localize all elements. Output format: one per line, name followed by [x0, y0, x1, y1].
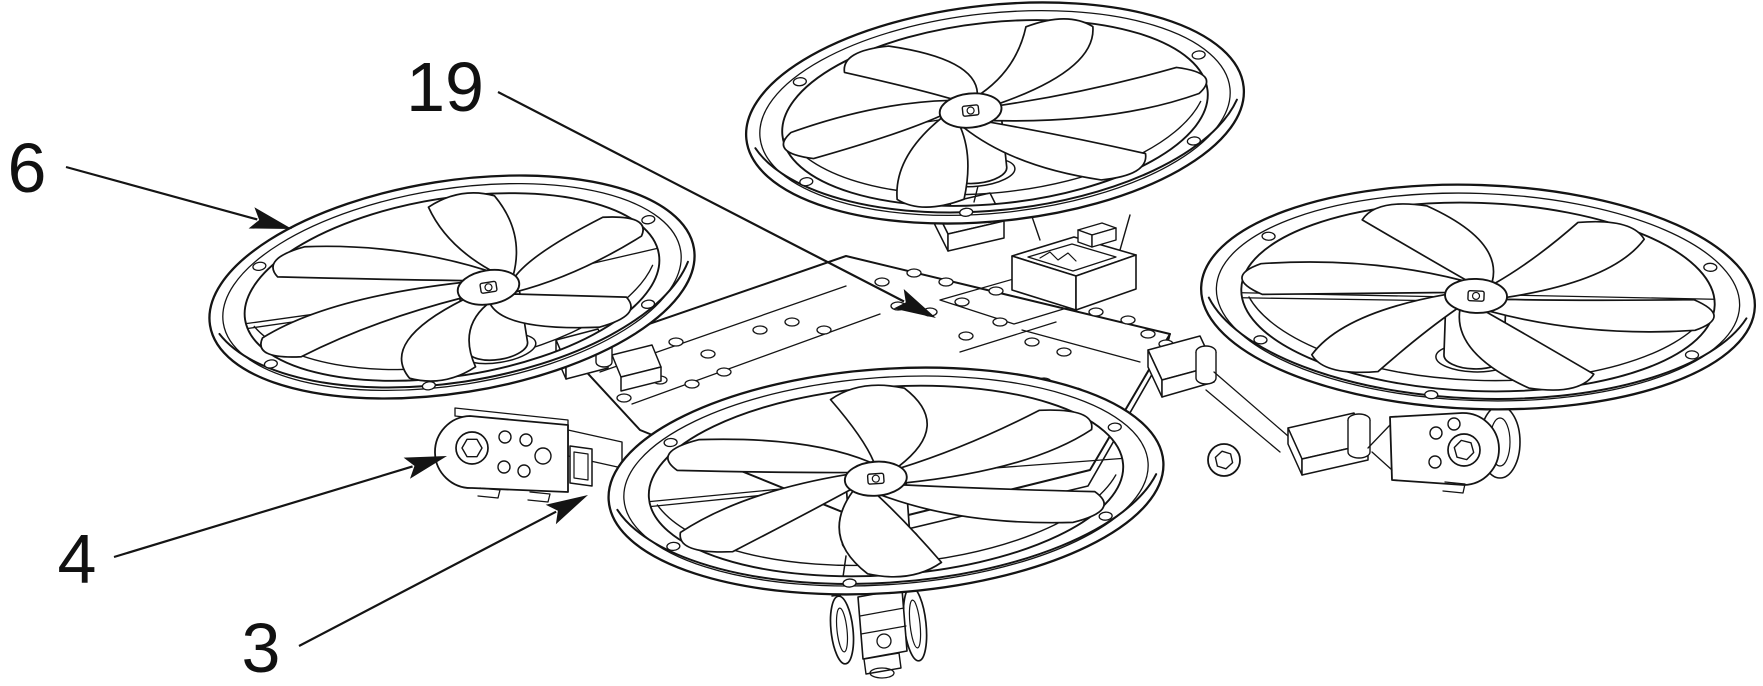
propeller-blade [272, 245, 488, 282]
folding-arm-mount-right [1367, 405, 1521, 494]
propeller-blade [1494, 220, 1646, 299]
duct-rim-screw-hole [666, 541, 681, 552]
propeller-blade [979, 18, 1094, 105]
leader-line [113, 465, 413, 559]
propeller-blade [1458, 309, 1595, 391]
leader-arrowhead [545, 495, 588, 525]
propeller-blade [1241, 261, 1464, 296]
propeller-blade [679, 473, 852, 553]
reference-labels: 6 19 4 3 [8, 48, 936, 686]
ref-label-group-6: 6 [8, 129, 292, 229]
propeller-blade [782, 99, 950, 160]
duct-fan-front [607, 366, 1165, 596]
duct-rim-screw-hole [641, 214, 656, 225]
leader-arrowhead [248, 207, 292, 229]
ref-number-6: 6 [8, 129, 47, 207]
ref-number-19: 19 [406, 48, 484, 126]
rotor-hub [1444, 277, 1508, 314]
propeller-blades [782, 18, 1208, 208]
propeller-blade [1310, 293, 1458, 374]
duct-rim-screw-hole [1191, 50, 1206, 60]
rotor-hub [843, 460, 908, 497]
ref-number-4: 4 [58, 520, 97, 598]
propeller-blade [667, 438, 872, 474]
leader-line [298, 510, 557, 647]
duct-rim-screw-hole [1253, 335, 1268, 345]
propeller-blade [260, 281, 463, 358]
duct-rim-screw-hole [1703, 262, 1718, 272]
propeller-blade [991, 66, 1208, 122]
leader-arrowhead [403, 456, 447, 479]
leader-line [65, 165, 258, 221]
front-landing-gear [829, 553, 928, 679]
propeller-blade [843, 45, 979, 100]
propeller-blades [260, 192, 644, 382]
propeller-blade [838, 490, 943, 578]
rotor-hub [938, 92, 1003, 129]
leader-line [497, 91, 905, 303]
propeller-blades [667, 384, 1105, 578]
duct-rim-screw-hole [1098, 511, 1113, 521]
duct-fan-right [1199, 183, 1757, 411]
ref-label-group-19: 19 [406, 48, 936, 318]
propeller-blade [400, 298, 488, 382]
duct-rim-screw-hole [640, 299, 656, 309]
propeller-blade [829, 384, 928, 468]
propeller-blade [880, 484, 1105, 524]
right-hinge-assembly [1147, 335, 1371, 477]
propeller-blade [896, 116, 969, 208]
propeller-blades [1241, 203, 1715, 391]
rotor-hub [456, 268, 521, 306]
ref-number-3: 3 [242, 609, 281, 686]
duct-rim-screw-hole [1186, 136, 1201, 146]
duct-fan-left [208, 174, 696, 400]
leader-arrowhead [893, 288, 936, 318]
propeller-blade [1488, 298, 1715, 333]
duct-rim-screw-hole [799, 177, 814, 187]
propeller-blade [1361, 203, 1495, 283]
duct-rim-screw-hole [663, 437, 678, 448]
duct-rim-screw-hole [263, 359, 278, 369]
duct-fan-rear [744, 1, 1246, 225]
duct-rim-screw-hole [1424, 390, 1439, 400]
duct-rim-screw-hole [792, 77, 807, 87]
electronics-box [1011, 204, 1137, 311]
ref-label-group-3: 3 [242, 495, 588, 686]
duct-rim-screw-hole [959, 207, 974, 217]
propeller-blade [427, 192, 518, 277]
propeller-blade [899, 409, 1093, 484]
propeller-blade [962, 121, 1147, 181]
duct-rim-screw-hole [252, 261, 267, 272]
duct-rim-screw-hole [1684, 350, 1700, 360]
propeller-blade [489, 293, 632, 329]
left-hinge-assembly [555, 328, 662, 392]
duct-rim-screw-hole [842, 578, 857, 588]
duct-rim-screw-hole [1107, 422, 1122, 432]
ref-label-group-4: 4 [58, 456, 447, 598]
duct-rim-screw-hole [1261, 231, 1276, 241]
propeller-blade [514, 216, 644, 293]
